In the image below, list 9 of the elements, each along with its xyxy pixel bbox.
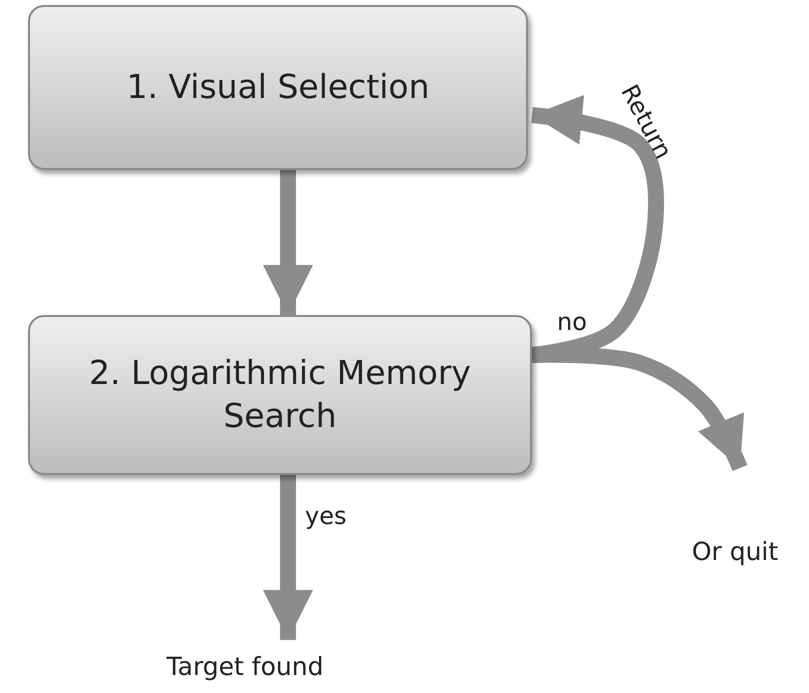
arrow [263,170,313,315]
process-box: 2. Logarithmic Memory Search [28,315,532,475]
process-box: 1. Visual Selection [28,5,528,170]
arrow [263,475,313,640]
edge-label: yes [305,502,346,530]
branch-label: no [557,308,587,336]
outcome-text: Or quit [670,533,800,569]
arrow [532,346,748,472]
outcome-text: Target found [140,648,350,684]
